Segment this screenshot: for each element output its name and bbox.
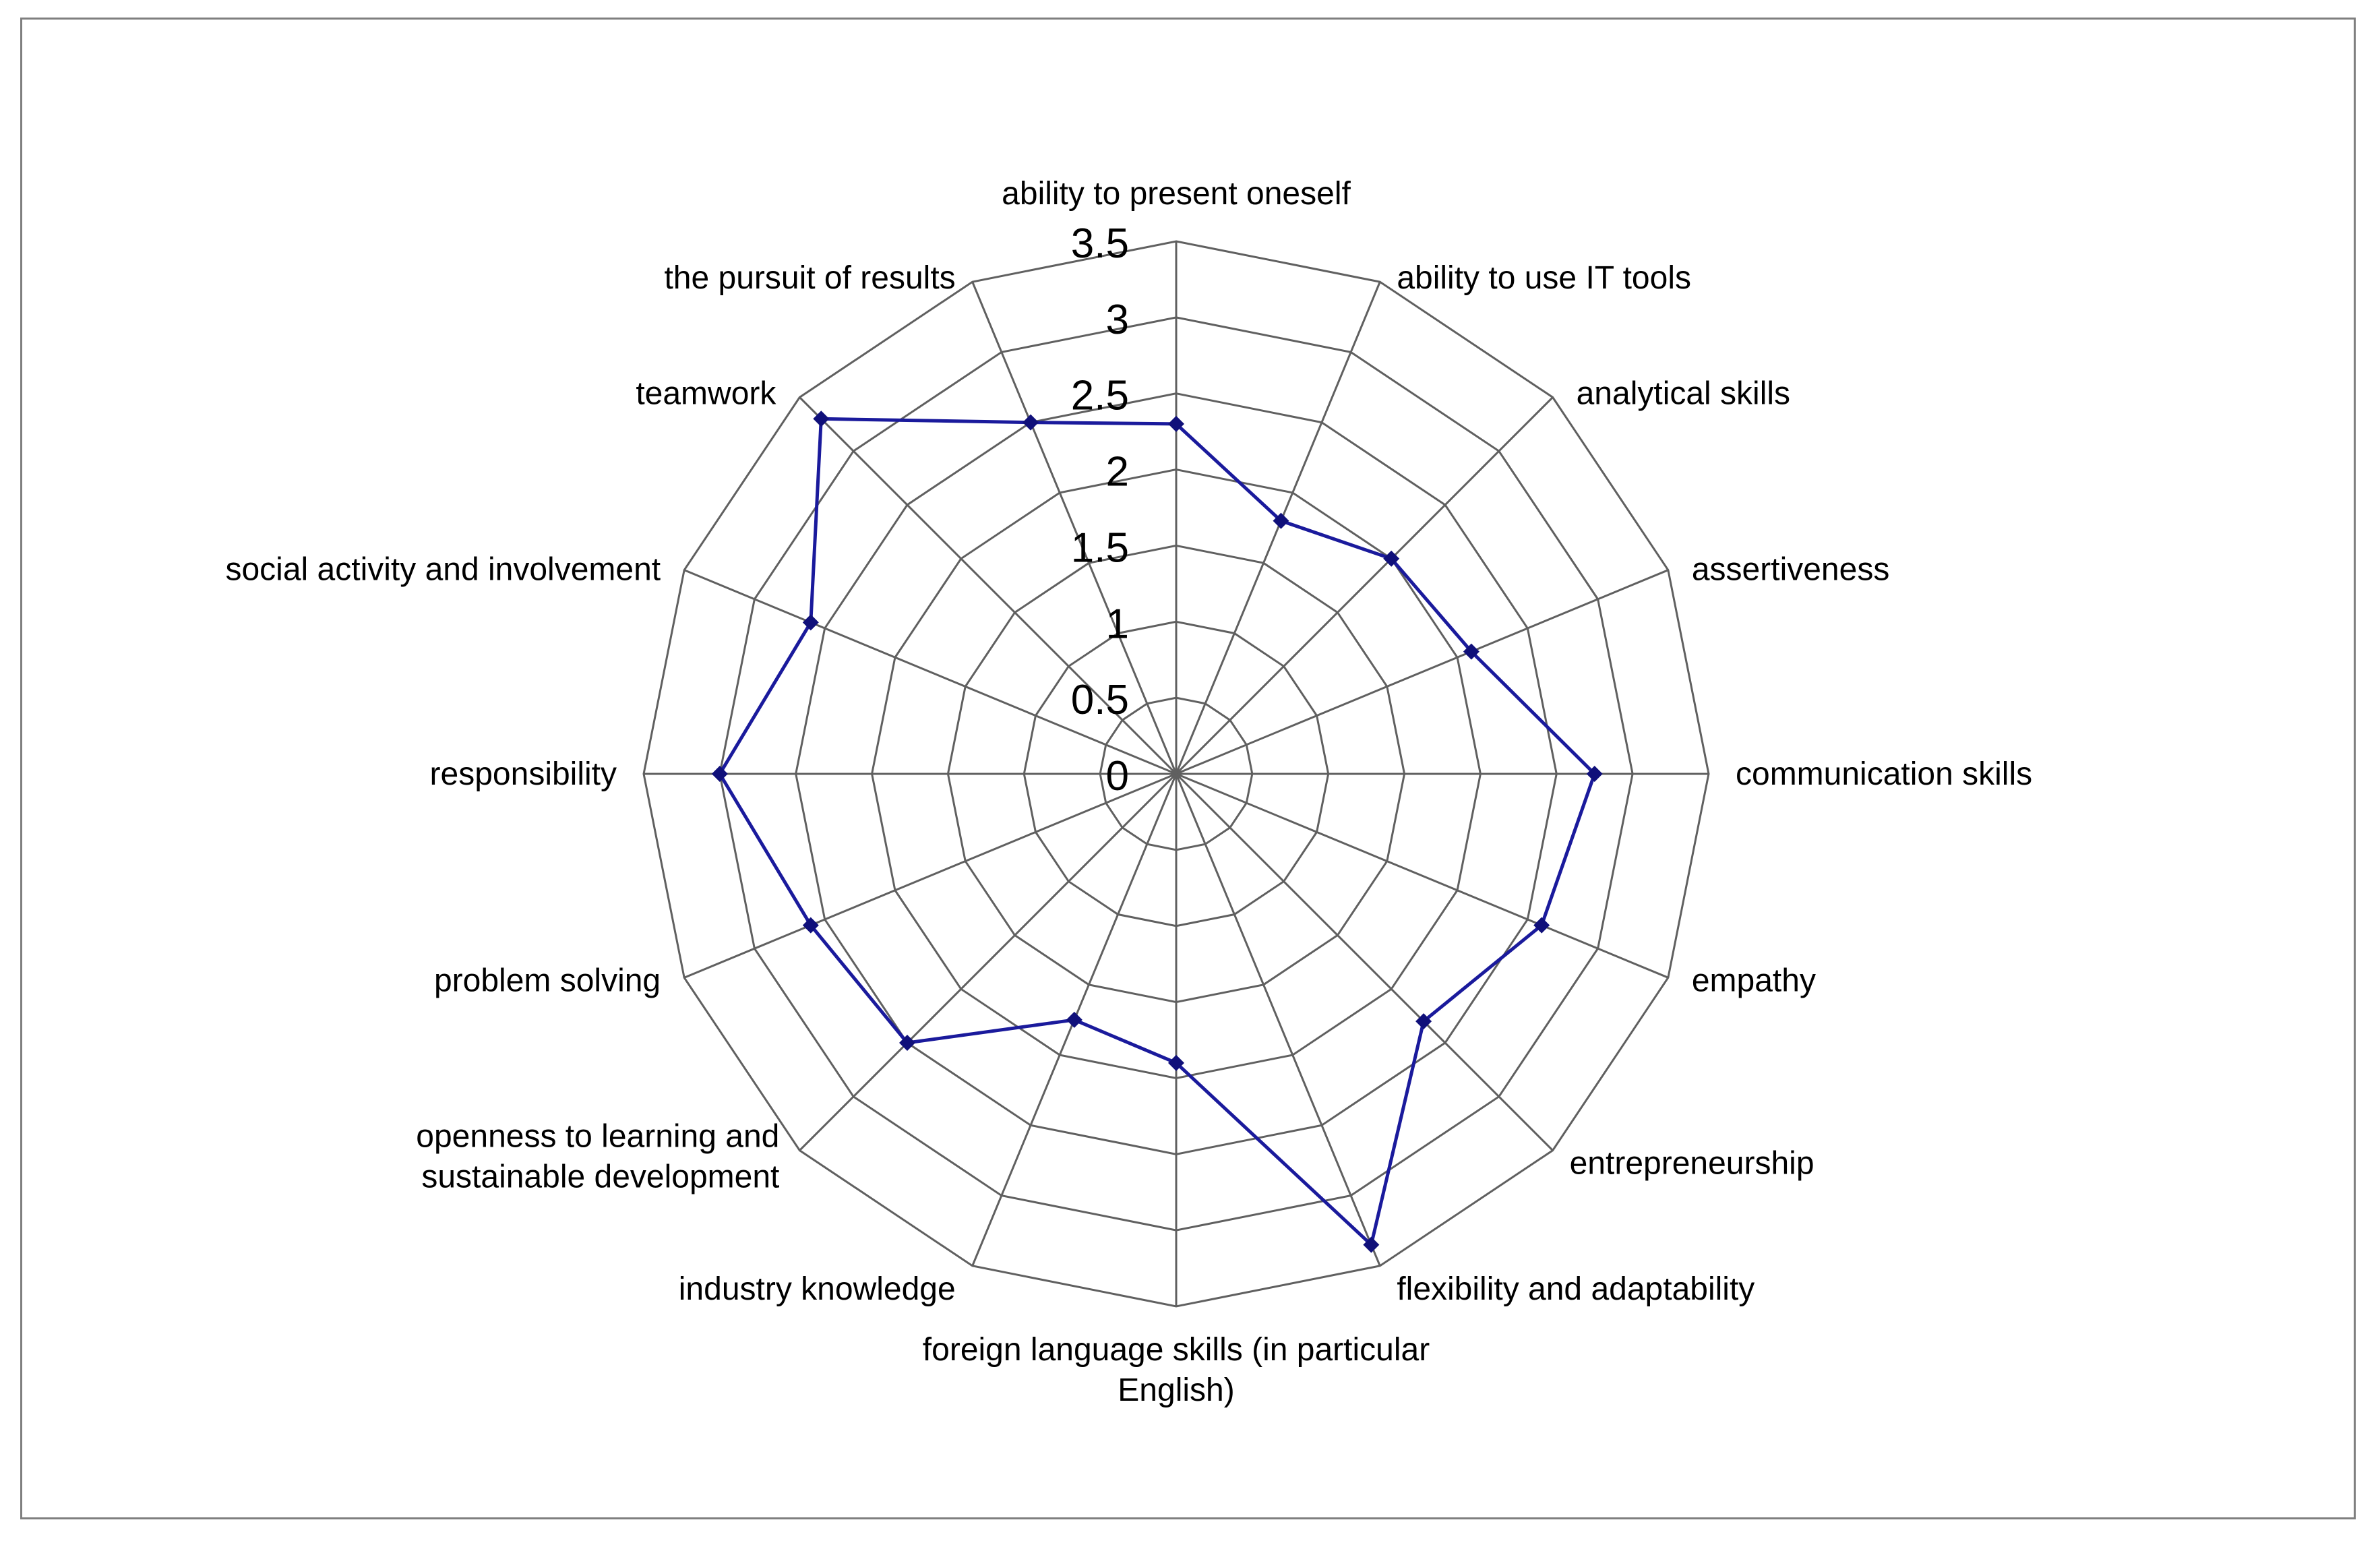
data-point-14 <box>813 411 830 427</box>
tick-label-1: 0.5 <box>1071 677 1129 723</box>
tick-label-4: 2 <box>1106 449 1129 495</box>
axis-spoke-2 <box>1175 396 1554 775</box>
data-point-7 <box>1363 1236 1380 1253</box>
axis-spoke-6 <box>1175 772 1554 1151</box>
axis-spoke-1 <box>1175 281 1381 775</box>
data-point-0 <box>1168 415 1184 432</box>
category-label-12: responsibility <box>430 756 617 792</box>
category-label-15: the pursuit of results <box>664 260 955 296</box>
chart-frame: 0 0.5 1 1.5 2 2.5 3 3.5 ability to present ones… <box>20 18 2356 1519</box>
category-label-11: problem solving <box>434 963 661 998</box>
data-point-8 <box>1168 1054 1184 1071</box>
data-point-9 <box>1066 1011 1082 1028</box>
category-label-4: communication skills <box>1736 756 2032 792</box>
category-label-6: entrepreneurship <box>1570 1146 1814 1182</box>
tick-label-5: 2.5 <box>1071 373 1129 419</box>
data-point-5 <box>1533 917 1550 934</box>
tick-label-6: 3 <box>1106 297 1129 343</box>
axis-spoke-10 <box>799 772 1178 1151</box>
data-point-10 <box>898 1035 915 1052</box>
axis-spoke-11 <box>683 772 1177 979</box>
category-label-5: empathy <box>1692 963 1816 998</box>
label-layer: ability to present oneself ability to use… <box>225 176 2032 1408</box>
tick-label-3: 1.5 <box>1071 524 1129 571</box>
data-point-4 <box>1586 766 1603 782</box>
axis-spoke-13 <box>683 569 1177 775</box>
category-label-14: teamwork <box>636 375 776 411</box>
data-point-11 <box>802 917 819 934</box>
data-point-13 <box>802 614 819 631</box>
axis-spoke-5 <box>1176 772 1669 979</box>
data-point-3 <box>1463 643 1479 660</box>
axes-layer <box>644 241 1709 1306</box>
tick-label-7: 3.5 <box>1071 220 1129 267</box>
radar-chart: 0 0.5 1 1.5 2 2.5 3 3.5 ability to present ones… <box>225 176 2032 1408</box>
data-point-1 <box>1273 512 1289 529</box>
data-point-12 <box>711 766 728 782</box>
category-label-7: flexibility and adaptability <box>1397 1271 1755 1307</box>
data-point-6 <box>1415 1013 1432 1030</box>
category-label-2: analytical skills <box>1577 375 1790 411</box>
series-layer <box>711 411 1603 1253</box>
category-label-13: social activity and involvement <box>225 552 661 588</box>
category-label-3: assertiveness <box>1692 552 1889 588</box>
tick-label-2: 1 <box>1106 601 1129 647</box>
data-point-15 <box>1023 414 1039 431</box>
axis-spoke-3 <box>1176 569 1669 775</box>
axis-spoke-7 <box>1175 773 1381 1267</box>
axis-spoke-14 <box>799 396 1178 775</box>
category-label-0: ability to present oneself <box>1002 176 1351 212</box>
axis-spoke-15 <box>971 281 1178 775</box>
category-label-9: industry knowledge <box>679 1271 956 1307</box>
data-point-2 <box>1383 550 1400 567</box>
category-label-1: ability to use IT tools <box>1397 260 1691 296</box>
tick-layer: 0 0.5 1 1.5 2 2.5 3 3.5 <box>1071 220 1129 799</box>
tick-label-0: 0 <box>1106 753 1129 799</box>
